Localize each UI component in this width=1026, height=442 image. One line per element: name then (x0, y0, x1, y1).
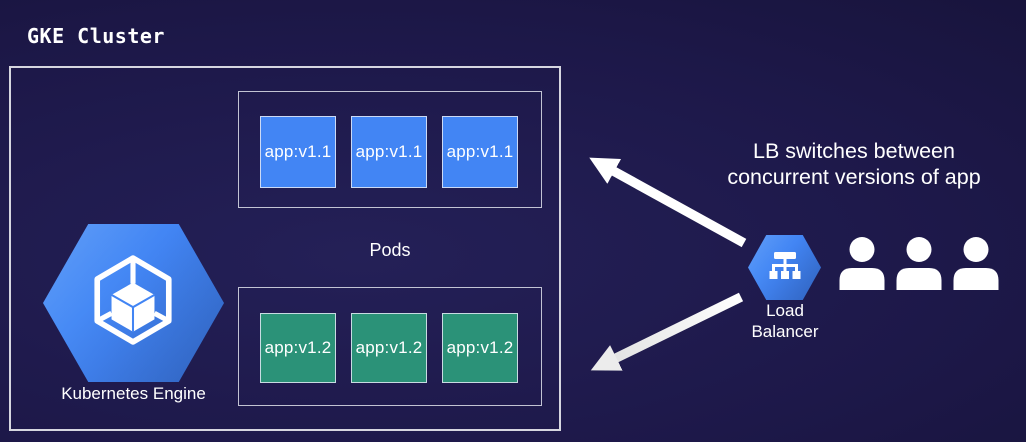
caption: LB switches between concurrent versions … (682, 138, 1026, 190)
person-icon (839, 237, 885, 290)
pods-group-v1-1: app:v1.1 app:v1.1 app:v1.1 (238, 91, 542, 208)
pod-app-v1-1: app:v1.1 (351, 116, 427, 188)
kubernetes-engine-icon (43, 224, 224, 382)
person-icon (953, 237, 999, 290)
pod-app-v1-1: app:v1.1 (442, 116, 518, 188)
pod-app-v1-2: app:v1.2 (260, 313, 336, 383)
pod-app-v1-2: app:v1.2 (442, 313, 518, 383)
pods-group-v1-2: app:v1.2 app:v1.2 app:v1.2 (238, 287, 542, 406)
page-title: GKE Cluster (27, 24, 165, 48)
caption-line-2: concurrent versions of app (727, 165, 981, 189)
pod-app-v1-2: app:v1.2 (351, 313, 427, 383)
gke-cluster-box: Kubernetes Engine app:v1.1 app:v1.1 app:… (9, 66, 561, 431)
hexagon-cube-icon (94, 255, 172, 345)
network-tree-icon (769, 252, 800, 279)
pod-app-v1-1: app:v1.1 (260, 116, 336, 188)
person-icon (896, 237, 942, 290)
arrow-lb-to-v2-pods (590, 292, 744, 371)
caption-line-1: LB switches between (753, 139, 955, 163)
load-balancer-icon (748, 235, 821, 300)
pods-label: Pods (369, 240, 411, 260)
kubernetes-engine-label: Kubernetes Engine (61, 384, 206, 403)
load-balancer-label: Load Balancer (751, 301, 819, 341)
